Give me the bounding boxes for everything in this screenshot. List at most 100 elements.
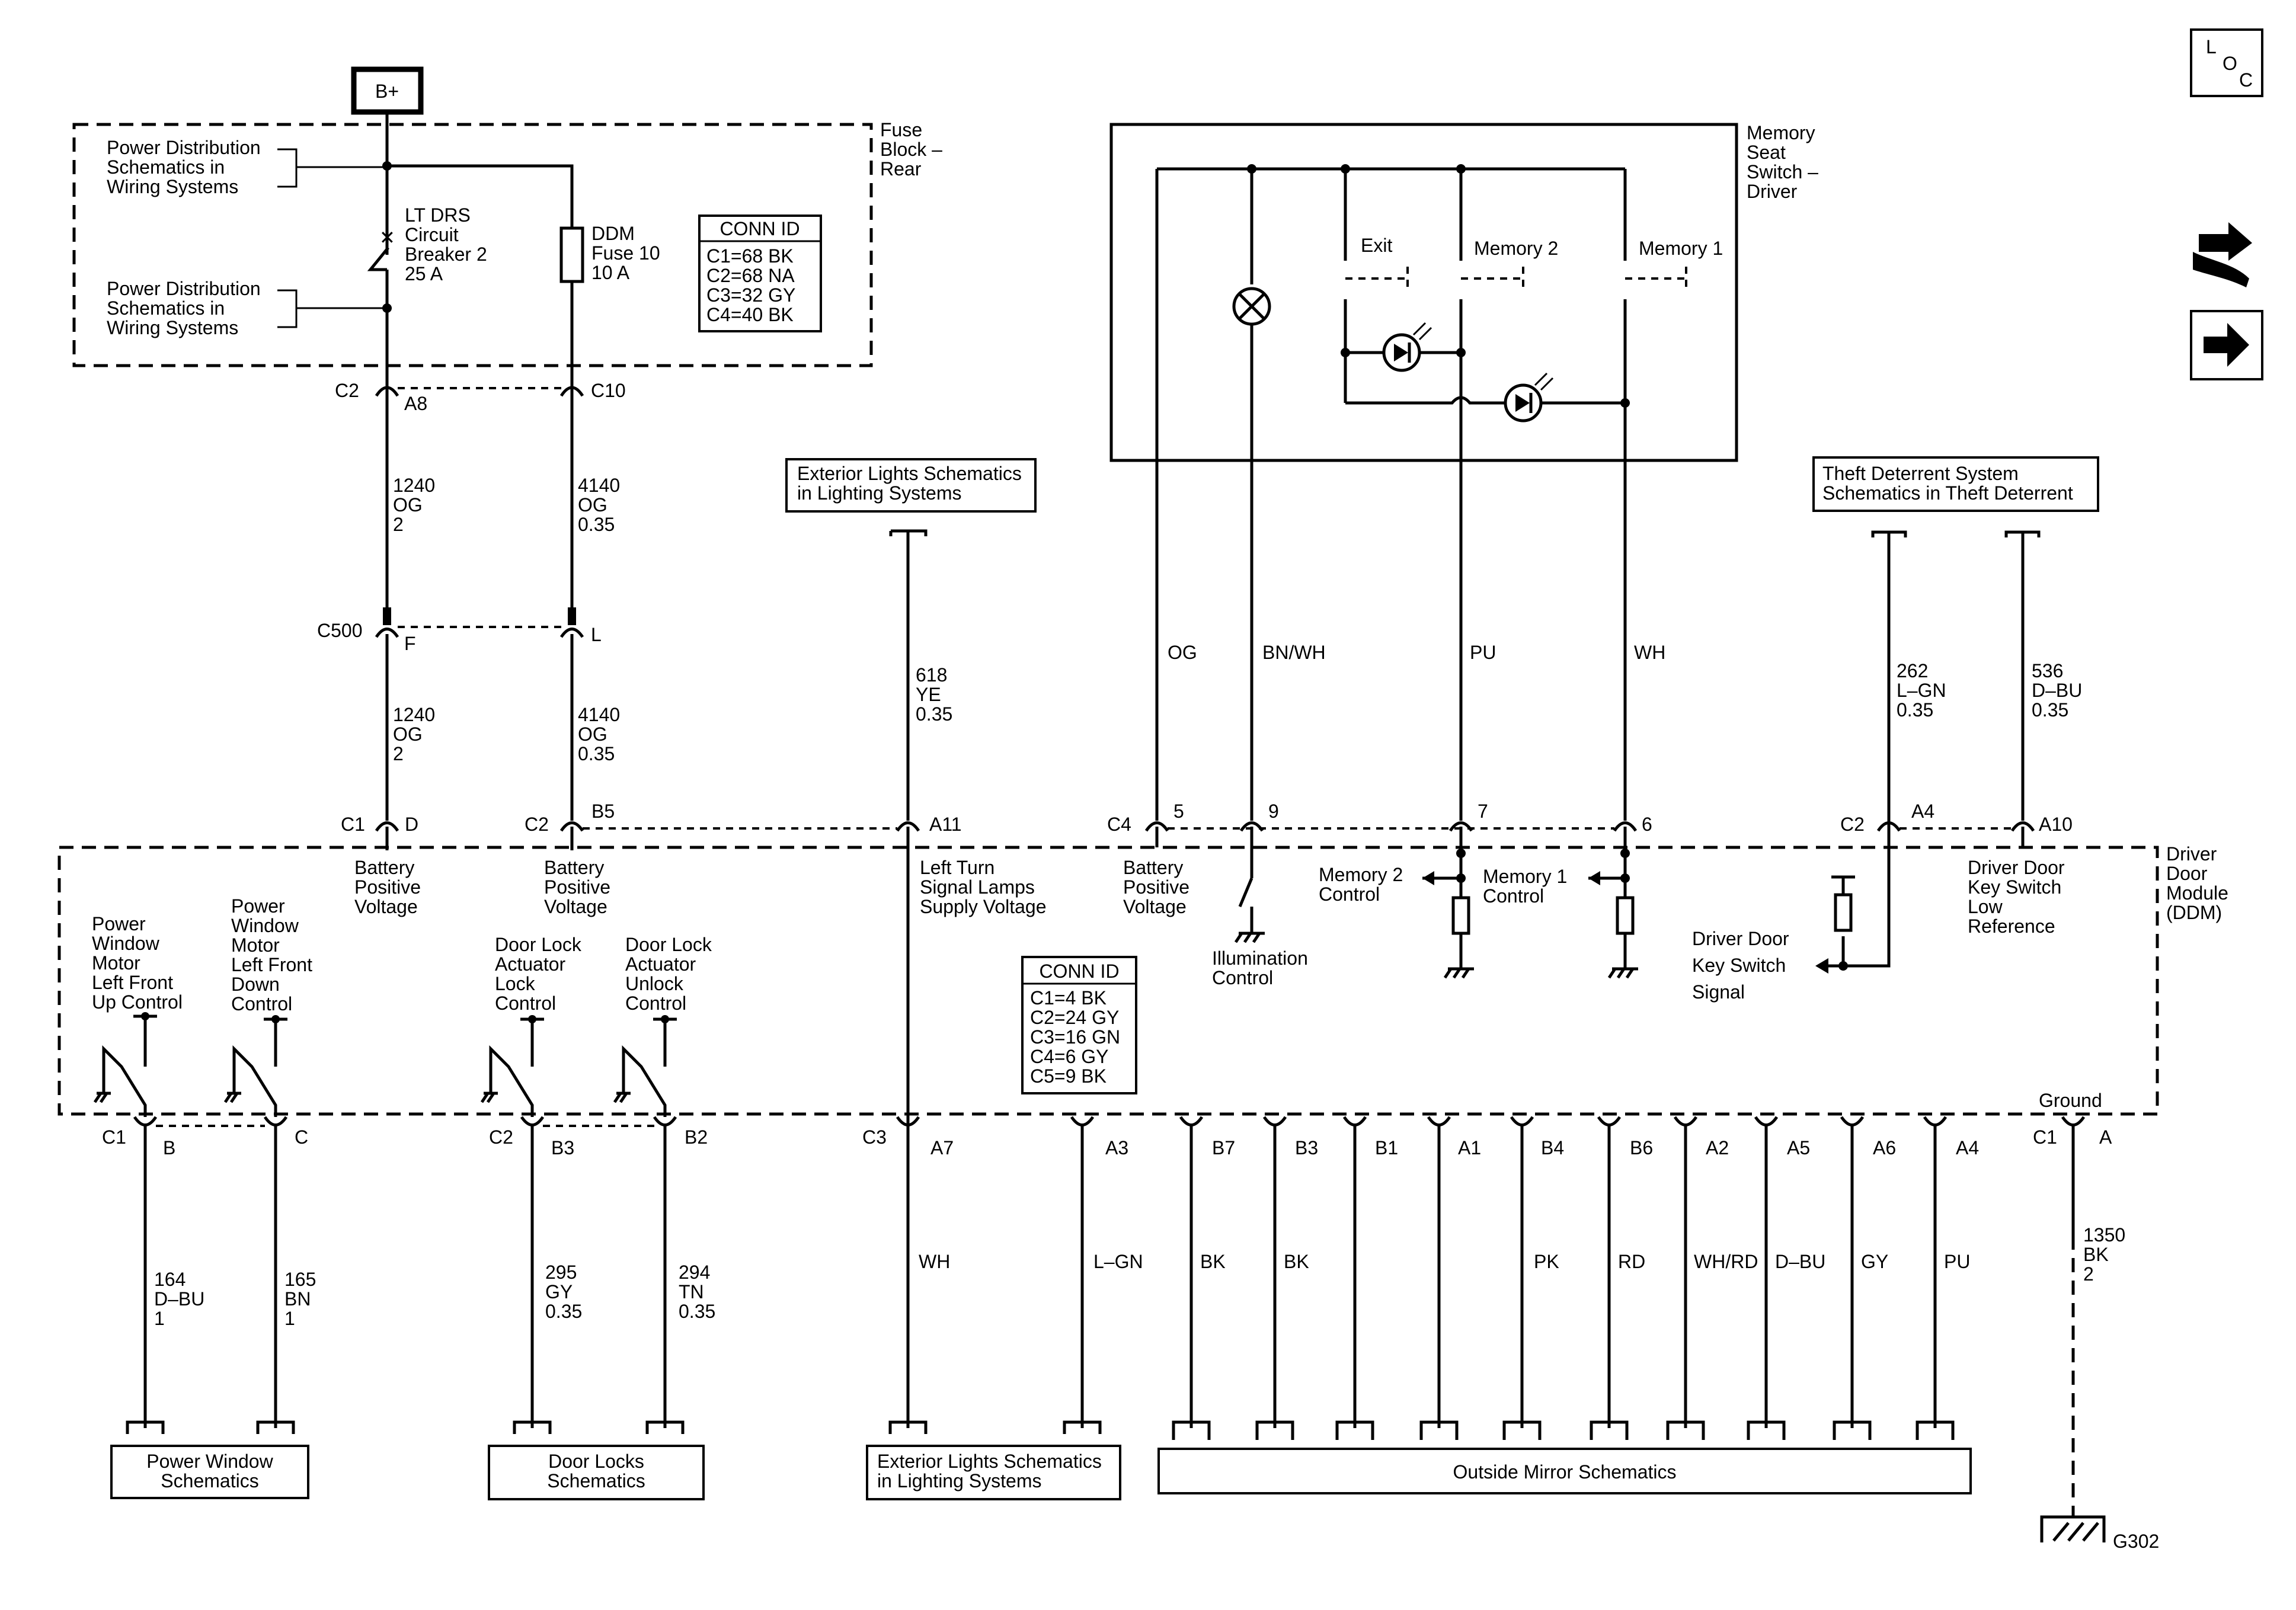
svg-text:0.35: 0.35	[578, 514, 615, 535]
wire-295-label: 295 GY 0.35	[545, 1262, 582, 1322]
svg-text:Memory 1: Memory 1	[1639, 238, 1723, 259]
svg-text:C1: C1	[102, 1126, 126, 1148]
memory-seat-switch-outline	[1109, 123, 1738, 462]
door-unlock-control-switch: Door Lock Actuator Unlock Control	[613, 934, 712, 1117]
next-page-arrow-icon[interactable]	[2190, 310, 2263, 380]
svg-text:Door Lock: Door Lock	[625, 934, 712, 955]
svg-text:A4: A4	[1956, 1137, 1979, 1158]
svg-text:C2=68 NA: C2=68 NA	[706, 265, 795, 286]
svg-text:PK: PK	[1534, 1251, 1559, 1272]
memory-2-led-icon	[1382, 322, 1432, 372]
wire-4140-lower-label: 4140 OG 0.35	[578, 704, 620, 764]
svg-text:Exterior Lights Schematics: Exterior Lights Schematics	[877, 1451, 1102, 1472]
svg-text:(DDM): (DDM)	[2166, 902, 2222, 923]
svg-text:CONN ID: CONN ID	[1039, 961, 1119, 982]
svg-text:B2: B2	[685, 1126, 708, 1148]
svg-text:B1: B1	[1375, 1137, 1398, 1158]
lt-drs-circuit-breaker-label: LT DRS Circuit Breaker 2 25 A	[405, 204, 487, 284]
seat-wire-colors: OG BN/WH PU WH	[1168, 642, 1665, 663]
left-turn-supply-label: Left Turn Signal Lamps Supply Voltage	[920, 857, 1047, 917]
svg-text:A7: A7	[930, 1137, 954, 1158]
svg-text:Control: Control	[625, 993, 686, 1014]
svg-text:Power Distribution: Power Distribution	[107, 278, 261, 299]
svg-text:Memory 1: Memory 1	[1483, 866, 1567, 887]
svg-text:WH/RD: WH/RD	[1694, 1251, 1758, 1272]
svg-text:Driver: Driver	[1747, 181, 1798, 202]
driver-door-key-switch-low-ref-label: Driver Door Key Switch Low Reference	[1968, 827, 2065, 937]
ground-id-label: G302	[2113, 1531, 2159, 1552]
svg-text:Battery: Battery	[354, 857, 414, 878]
power-distribution-ref-2[interactable]: Power Distribution Schematics in Wiring …	[107, 278, 298, 338]
svg-text:OG: OG	[393, 724, 423, 745]
connector-end-view-icon[interactable]	[2193, 222, 2252, 287]
wire-165-label: 165 BN 1	[284, 1269, 316, 1329]
ddm-bottom-connector-row: C1 B C C2 B3 B2 C3 A7 A3 B7 B3 B1 A1 B4 …	[102, 1116, 2112, 1158]
svg-text:GY: GY	[1861, 1251, 1888, 1272]
svg-text:D–BU: D–BU	[1775, 1251, 1825, 1272]
svg-text:C2: C2	[335, 380, 359, 401]
svg-text:Fuse 10: Fuse 10	[591, 242, 660, 264]
pw-up-control-switch: Power Window Motor Left Front Up Control	[92, 913, 183, 1117]
fuse-block-label: Fuse Block – Rear	[880, 119, 942, 180]
svg-text:C3=16 GN: C3=16 GN	[1030, 1026, 1120, 1048]
svg-text:Actuator: Actuator	[495, 953, 566, 975]
svg-text:Voltage: Voltage	[1123, 896, 1187, 917]
mirror-wire-colors: BK BK PK RD WH/RD D–BU GY PU	[1200, 1251, 1970, 1272]
svg-text:Left Front: Left Front	[231, 954, 312, 975]
svg-text:Breaker 2: Breaker 2	[405, 244, 487, 265]
illumination-lamp	[1232, 287, 1271, 326]
svg-text:Schematics: Schematics	[161, 1470, 258, 1491]
wire-4140-upper-label: 4140 OG 0.35	[578, 475, 620, 535]
driver-door-key-switch-signal: Driver Door Key Switch Signal	[1692, 827, 1891, 1003]
svg-text:Signal Lamps: Signal Lamps	[920, 876, 1035, 898]
svg-text:Up Control: Up Control	[92, 991, 183, 1013]
svg-text:C2=24 GY: C2=24 GY	[1030, 1007, 1119, 1028]
svg-text:0.35: 0.35	[1897, 699, 1933, 721]
svg-text:Door Locks: Door Locks	[548, 1451, 644, 1472]
svg-text:D–BU: D–BU	[154, 1288, 204, 1310]
svg-text:Voltage: Voltage	[354, 896, 418, 917]
svg-text:C4=6 GY: C4=6 GY	[1030, 1046, 1109, 1067]
svg-text:Battery: Battery	[544, 857, 604, 878]
wire-lgn-label: L–GN	[1093, 1251, 1143, 1272]
svg-text:Driver Door: Driver Door	[1968, 857, 2065, 878]
svg-text:B5: B5	[591, 801, 615, 822]
svg-text:9: 9	[1268, 801, 1279, 822]
exterior-lights-schematics-ref-bottom[interactable]: Exterior Lights Schematics in Lighting S…	[866, 1445, 1121, 1500]
ddm-conn-id-table: CONN ID C1=4 BK C2=24 GY C3=16 GN C4=6 G…	[1021, 956, 1137, 1094]
svg-text:Driver Door: Driver Door	[1692, 928, 1789, 949]
svg-text:Wiring Systems: Wiring Systems	[107, 317, 238, 338]
svg-text:Module: Module	[2166, 882, 2228, 904]
svg-text:C3: C3	[862, 1126, 887, 1148]
svg-text:OG: OG	[393, 494, 423, 516]
svg-text:Unlock: Unlock	[625, 973, 684, 994]
theft-deterrent-schematics-ref[interactable]: Theft Deterrent System Schematics in The…	[1812, 456, 2099, 537]
svg-text:0.35: 0.35	[578, 743, 615, 764]
svg-text:Motor: Motor	[92, 952, 140, 974]
exterior-lights-schematics-ref-top[interactable]: Exterior Lights Schematics in Lighting S…	[785, 458, 1037, 536]
svg-text:Memory: Memory	[1747, 122, 1815, 143]
outside-mirror-schematics-ref[interactable]: Outside Mirror Schematics	[1157, 1448, 1972, 1494]
svg-text:6: 6	[1642, 814, 1652, 835]
wire-536-label: 536 D–BU 0.35	[2032, 660, 2082, 721]
svg-text:Left Turn: Left Turn	[920, 857, 994, 878]
svg-text:Signal: Signal	[1692, 981, 1745, 1003]
svg-text:10 A: 10 A	[591, 262, 630, 283]
wire-618-label: 618 YE 0.35	[916, 664, 952, 725]
power-distribution-ref-1[interactable]: Power Distribution Schematics in Wiring …	[107, 137, 298, 197]
power-window-schematics-ref[interactable]: Power Window Schematics	[110, 1445, 309, 1499]
svg-text:4140: 4140	[578, 475, 620, 496]
svg-text:Window: Window	[231, 915, 299, 936]
svg-text:Voltage: Voltage	[544, 896, 607, 917]
door-locks-schematics-ref[interactable]: Door Locks Schematics	[488, 1445, 705, 1500]
svg-text:5: 5	[1173, 801, 1184, 822]
location-icon[interactable]: L O C	[2190, 28, 2263, 97]
svg-text:1350: 1350	[2083, 1224, 2125, 1246]
svg-text:in Lighting Systems: in Lighting Systems	[797, 482, 961, 504]
svg-text:Schematics in: Schematics in	[107, 297, 225, 319]
svg-text:C4: C4	[1107, 814, 1131, 835]
svg-text:Fuse: Fuse	[880, 119, 922, 140]
svg-text:BK: BK	[1200, 1251, 1226, 1272]
svg-text:B6: B6	[1630, 1137, 1653, 1158]
svg-text:Switch –: Switch –	[1747, 161, 1818, 183]
